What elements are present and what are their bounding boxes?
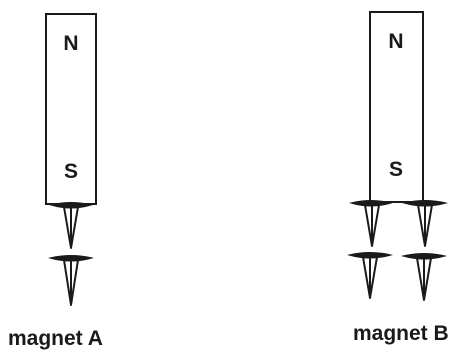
magnet-a-nail-1 [49,202,93,249]
magnet-a-body [45,13,97,205]
magnet-a-north-label: N [63,32,78,55]
magnet-b-south-label: S [389,158,403,181]
magnet-b-caption: magnet B [353,322,449,345]
magnet-b-nail-left-2 [347,252,393,299]
magnet-b-body [369,11,424,203]
magnet-b-north-label: N [388,30,403,53]
magnet-b-nail-right-2 [401,253,447,301]
magnet-a-south-label: S [64,160,78,183]
magnet-b-nail-right-1 [402,200,448,247]
magnet-a-caption: magnet A [8,327,103,350]
magnet-b-nail-left-1 [349,200,393,247]
magnet-b: N S magnet B [347,11,449,345]
magnet-a-nail-2 [48,255,94,306]
magnet-a: N S magnet A [8,13,103,350]
